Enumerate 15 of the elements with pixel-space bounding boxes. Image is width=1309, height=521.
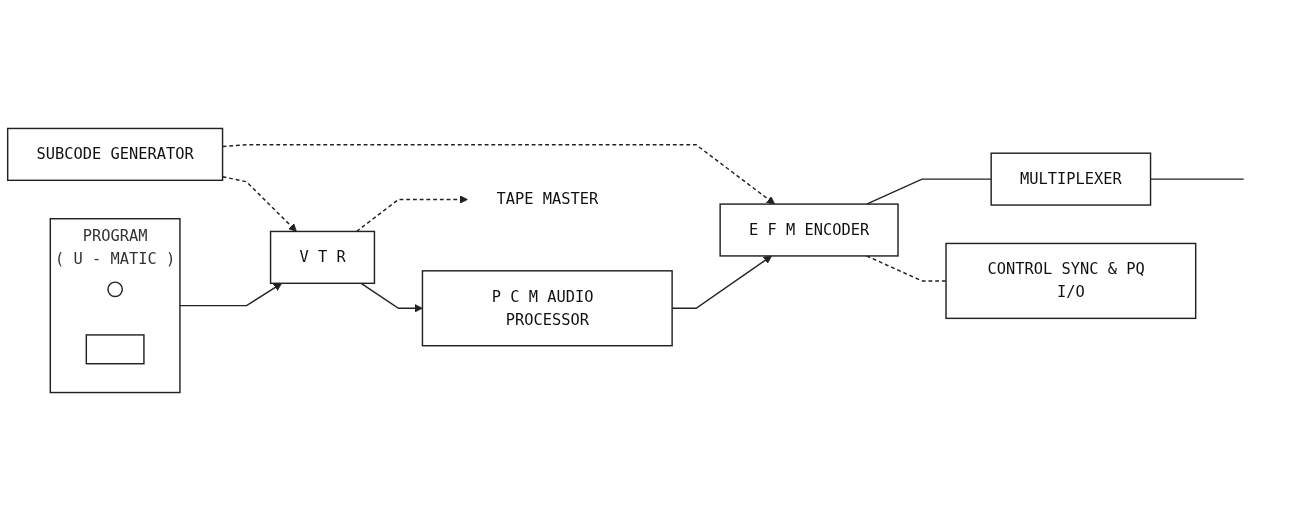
node-box xyxy=(85,334,145,365)
node-box: P C M AUDIO PROCESSOR xyxy=(421,270,673,347)
node-box: V T R xyxy=(269,230,376,285)
arrow xyxy=(179,282,283,307)
node-box: MULTIPLEXER xyxy=(990,152,1152,206)
node-box: SUBCODE GENERATOR xyxy=(6,127,224,182)
node-text: TAPE MASTER xyxy=(496,189,599,209)
arrow xyxy=(355,195,468,233)
arrow xyxy=(360,282,423,313)
connector xyxy=(865,255,947,282)
node-circle xyxy=(107,281,124,298)
node-label: ( U - MATIC ) xyxy=(54,249,176,268)
node-box: CONTROL SYNC & PQ I/O xyxy=(945,242,1197,320)
node-box: E F M ENCODER xyxy=(719,203,899,257)
connector xyxy=(865,178,992,205)
